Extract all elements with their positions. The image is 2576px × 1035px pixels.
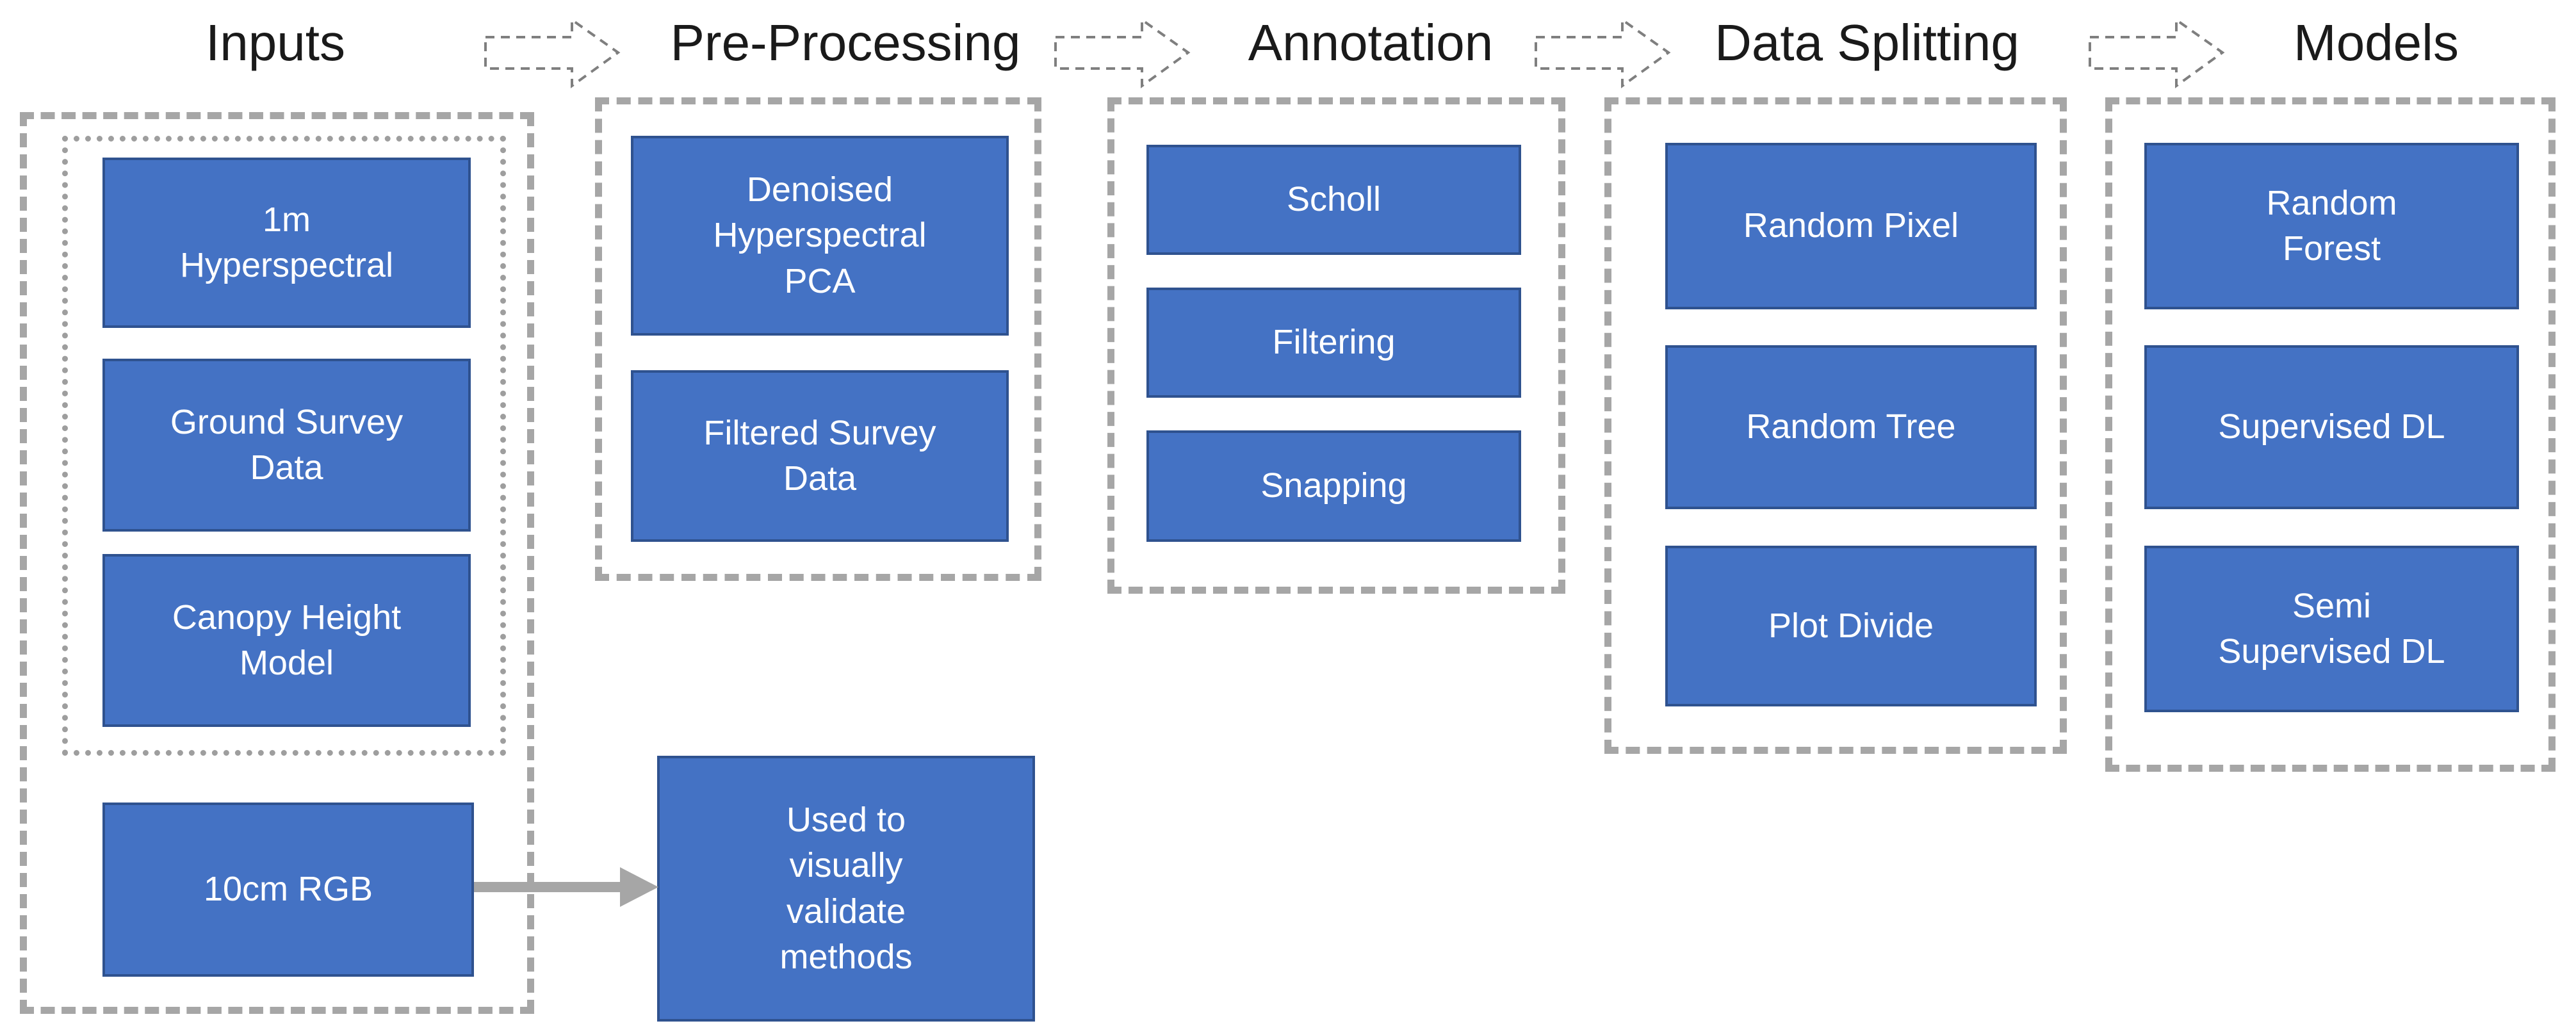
node-filtering: Filtering (1146, 288, 1521, 398)
connector-arrow-icon (474, 867, 658, 907)
stage-header-inputs: Inputs (206, 14, 345, 71)
node-random-pixel: Random Pixel (1665, 143, 2037, 309)
node-random-forest: Random Forest (2144, 143, 2519, 309)
node-supervised-dl: Supervised DL (2144, 345, 2519, 509)
node-canopy-height-model: Canopy Height Model (102, 554, 471, 727)
flow-arrow-icon (1535, 17, 1671, 88)
data-splitting-group-container (1604, 97, 2067, 754)
node-filtered-survey-data: Filtered Survey Data (631, 370, 1009, 542)
node-10cm-rgb: 10cm RGB (102, 803, 474, 977)
node-scholl: Scholl (1146, 145, 1521, 255)
node-random-tree: Random Tree (1665, 345, 2037, 509)
node-plot-divide: Plot Divide (1665, 546, 2037, 706)
node-ground-survey-data: Ground Survey Data (102, 359, 471, 532)
inputs-raster-subgroup-container (62, 136, 506, 756)
pre-processing-group-container (595, 97, 1041, 581)
stage-header-data-splitting: Data Splitting (1715, 14, 2019, 71)
node-semi-supervised-dl: Semi Supervised DL (2144, 546, 2519, 712)
flow-arrow-icon (1054, 17, 1191, 88)
node-snapping: Snapping (1146, 430, 1521, 542)
flow-arrow-icon (2089, 17, 2225, 88)
annotation-group-container (1107, 97, 1565, 594)
inputs-group-container (20, 112, 534, 1014)
node-1m-hyperspectral: 1m Hyperspectral (102, 158, 471, 328)
stage-header-models: Models (2294, 14, 2459, 71)
node-visual-validation-note: Used to visually validate methods (657, 756, 1035, 1022)
models-group-container (2105, 97, 2556, 772)
flow-arrow-icon (484, 17, 621, 88)
node-denoised-hyperspectral-pca: Denoised Hyperspectral PCA (631, 136, 1009, 336)
stage-header-pre-processing: Pre-Processing (670, 14, 1021, 71)
stage-header-annotation: Annotation (1248, 14, 1494, 71)
